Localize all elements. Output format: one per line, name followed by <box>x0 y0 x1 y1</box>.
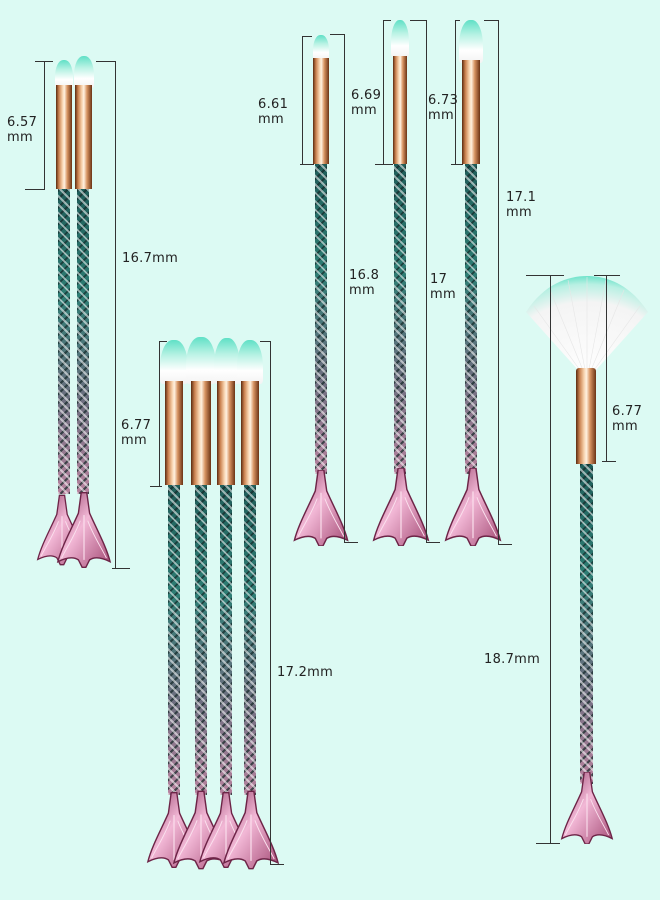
dimension-tick <box>526 275 564 276</box>
mermaid-tail-icon <box>443 468 503 546</box>
dimension-tick <box>260 341 271 342</box>
bristle <box>186 337 216 384</box>
handle <box>58 189 70 494</box>
ferrule <box>56 85 72 189</box>
handle <box>195 485 207 795</box>
dimension-tick <box>302 36 312 37</box>
handle <box>77 189 89 494</box>
dimension-line <box>455 20 456 164</box>
dimension-tick <box>484 20 499 21</box>
handle <box>220 485 232 795</box>
bristle <box>74 56 94 88</box>
dimension-tick <box>498 544 512 545</box>
mermaid-tail-icon <box>556 772 618 844</box>
dimension-tick <box>330 34 345 35</box>
bristle <box>313 35 329 60</box>
dimension-line <box>159 341 160 486</box>
dimension-tick <box>300 164 314 165</box>
mermaid-tail-icon <box>222 790 280 870</box>
dimension-line <box>344 34 345 542</box>
bristle <box>160 340 188 384</box>
dimension-tick <box>536 843 560 844</box>
dimension-line <box>498 20 499 544</box>
ferrule <box>462 60 480 164</box>
dimension-line <box>115 61 116 569</box>
ferrule <box>165 381 183 485</box>
dimension-tick <box>410 20 427 21</box>
dimension-tick <box>344 542 358 543</box>
dimension-line <box>44 61 45 189</box>
dimension-tick <box>375 164 393 165</box>
ferrule <box>393 56 407 164</box>
handle <box>168 485 180 795</box>
dimension-tick <box>159 341 167 342</box>
bristle <box>459 20 483 63</box>
dimension-tick <box>451 164 463 165</box>
dimension-tick <box>426 542 440 543</box>
dimension-line <box>606 275 607 461</box>
mermaid-tail-icon <box>371 468 431 546</box>
ferrule <box>313 58 329 164</box>
ferrule <box>241 381 259 485</box>
dimension-tick <box>112 568 130 569</box>
dimension-line <box>383 20 384 164</box>
fan-bristle <box>526 276 648 381</box>
mermaid-tail-icon <box>292 470 350 546</box>
dimension-tick <box>35 61 53 62</box>
bristle <box>391 20 409 57</box>
dimension-line <box>302 36 303 164</box>
dimension-tick <box>96 61 116 62</box>
handle <box>315 164 327 474</box>
ferrule <box>217 381 235 485</box>
handle <box>394 164 406 474</box>
total-length-label: 17.2mm <box>277 665 334 680</box>
mermaid-tail-icon <box>56 490 112 570</box>
ferrule <box>576 368 596 464</box>
handle <box>580 464 593 784</box>
dimension-line <box>426 20 427 542</box>
dimension-tick <box>594 275 620 276</box>
dimension-tick <box>25 189 45 190</box>
ferrule <box>191 381 211 485</box>
handle <box>465 164 477 474</box>
handle <box>244 485 256 795</box>
dimension-tick <box>383 20 391 21</box>
dimension-line <box>550 275 551 843</box>
dimension-tick <box>455 20 460 21</box>
dimension-tick <box>602 461 616 462</box>
dimension-tick <box>150 486 162 487</box>
total-length-label: 18.7mm <box>484 652 541 667</box>
total-length-label: 16.7mm <box>122 251 179 266</box>
bristle <box>214 338 240 384</box>
bristle <box>55 60 73 88</box>
ferrule <box>75 85 92 189</box>
dimension-tick <box>270 864 284 865</box>
bristle <box>237 340 263 384</box>
dimension-line <box>270 341 271 864</box>
